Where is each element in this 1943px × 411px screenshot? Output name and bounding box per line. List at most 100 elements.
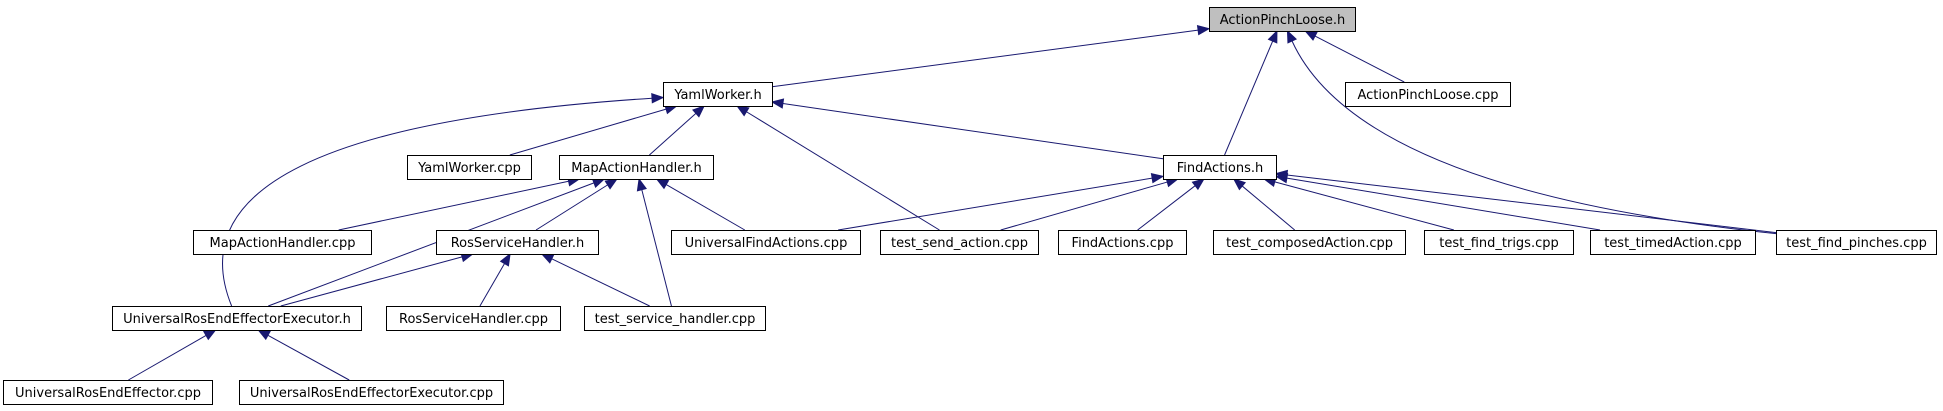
file-node-yaml-worker-h[interactable]: YamlWorker.h: [663, 82, 773, 107]
arrowhead-icon: [540, 253, 555, 264]
dependency-edge-test-service-handler-cpp-to-map-action-handler-h: [636, 177, 672, 307]
node-label: RosServiceHandler.h: [451, 236, 585, 251]
file-node-universal-ros-end-effector-cpp[interactable]: UniversalRosEndEffector.cpp: [3, 380, 213, 405]
edge-line: [1286, 177, 1601, 231]
file-node-map-action-handler-cpp[interactable]: MapActionHandler.cpp: [193, 230, 372, 255]
node-label: FindActions.cpp: [1072, 236, 1174, 251]
edge-line: [641, 189, 672, 307]
node-label: MapActionHandler.h: [571, 161, 702, 176]
dependency-edge-universal-ros-end-effector-executor-h-to-yaml-worker-h: [222, 93, 665, 307]
dependency-edge-yaml-worker-h-to-action-pinch-loose-h: [771, 25, 1211, 88]
arrowhead-icon: [1274, 169, 1289, 181]
node-box: [1776, 230, 1937, 255]
edge-line: [1241, 185, 1296, 231]
node-box: [112, 306, 362, 331]
file-node-find-actions-cpp[interactable]: FindActions.cpp: [1058, 230, 1187, 255]
node-box: [3, 380, 213, 405]
arrowhead-icon: [1191, 178, 1205, 191]
file-node-universal-ros-end-effector-executor-h[interactable]: UniversalRosEndEffectorExecutor.h: [112, 306, 362, 331]
dependency-edge-universal-find-actions-cpp-to-find-actions-h: [838, 173, 1165, 231]
file-node-yaml-worker-cpp[interactable]: YamlWorker.cpp: [407, 155, 532, 180]
arrowhead-icon: [202, 329, 217, 341]
file-node-test-service-handler-cpp[interactable]: test_service_handler.cpp: [584, 306, 766, 331]
node-box: [407, 155, 532, 180]
dependency-edge-find-actions-h-to-yaml-worker-h: [770, 98, 1164, 160]
file-node-test-send-action-cpp[interactable]: test_send_action.cpp: [880, 230, 1039, 255]
dependency-edge-test-find-trigs-cpp-to-find-actions-h: [1262, 176, 1454, 231]
file-node-map-action-handler-h[interactable]: MapActionHandler.h: [559, 155, 714, 180]
dependency-edge-test-find-pinches-cpp-to-find-actions-h: [1274, 169, 1777, 234]
file-node-test-timed-action-cpp[interactable]: test_timedAction.cpp: [1590, 230, 1756, 255]
edge-line: [479, 263, 505, 307]
edge-line: [128, 335, 207, 381]
node-box: [1213, 230, 1406, 255]
edge-line: [509, 108, 667, 156]
dependency-edge-yaml-worker-cpp-to-yaml-worker-h: [509, 104, 678, 156]
node-box: [436, 230, 599, 255]
edge-line: [338, 180, 569, 231]
node-box: [239, 380, 504, 405]
node-box: [1590, 230, 1756, 255]
edge-line: [551, 258, 650, 307]
node-label: UniversalRosEndEffectorExecutor.h: [123, 312, 351, 327]
file-node-universal-ros-end-effector-executor-cpp[interactable]: UniversalRosEndEffectorExecutor.cpp: [239, 380, 504, 405]
file-node-test-composed-action-cpp[interactable]: test_composedAction.cpp: [1213, 230, 1406, 255]
dependency-edge-universal-ros-end-effector-executor-h-to-ros-service-handler-h: [280, 251, 474, 307]
file-node-find-actions-h[interactable]: FindActions.h: [1163, 155, 1277, 180]
edge-line: [1286, 174, 1777, 234]
arrowhead-icon: [1232, 178, 1247, 191]
dependency-edge-test-send-action-cpp-to-find-actions-h: [1000, 177, 1180, 231]
arrowhead-icon: [1286, 29, 1298, 44]
node-box: [559, 155, 714, 180]
file-node-test-find-pinches-cpp[interactable]: test_find_pinches.cpp: [1776, 230, 1937, 255]
edge-line: [1314, 35, 1405, 83]
edge-line: [280, 256, 463, 307]
edge-line: [746, 111, 940, 231]
node-box: [386, 306, 561, 331]
edge-line: [771, 29, 1199, 88]
node-box: [1163, 155, 1277, 180]
file-node-ros-service-handler-h[interactable]: RosServiceHandler.h: [436, 230, 599, 255]
file-node-test-find-trigs-cpp[interactable]: test_find_trigs.cpp: [1424, 230, 1574, 255]
dependency-edge-universal-find-actions-cpp-to-map-action-handler-h: [655, 178, 746, 231]
node-box: [1209, 7, 1356, 32]
edge-line: [782, 103, 1164, 160]
dependency-edge-universal-ros-end-effector-cpp-to-universal-ros-end-effector-executor-h: [128, 329, 217, 381]
dependency-edge-find-actions-h-to-action-pinch-loose-h: [1224, 29, 1278, 156]
arrowhead-icon: [1267, 29, 1278, 44]
arrowhead-icon: [1150, 173, 1165, 184]
node-label: test_find_trigs.cpp: [1439, 236, 1559, 251]
file-node-action-pinch-loose-cpp[interactable]: ActionPinchLoose.cpp: [1345, 82, 1511, 107]
node-label: test_timedAction.cpp: [1604, 236, 1742, 251]
dependency-edge-find-actions-cpp-to-find-actions-h: [1137, 178, 1205, 231]
node-label: ActionPinchLoose.h: [1220, 13, 1346, 28]
node-label: test_service_handler.cpp: [595, 312, 756, 327]
edge-line: [267, 334, 350, 381]
dependency-edge-test-timed-action-cpp-to-find-actions-h: [1274, 173, 1601, 231]
arrowhead-icon: [1304, 30, 1318, 41]
node-label: RosServiceHandler.cpp: [399, 312, 548, 327]
arrowhead-icon: [655, 178, 670, 190]
node-label: test_find_pinches.cpp: [1786, 236, 1927, 251]
dependency-edge-test-composed-action-cpp-to-find-actions-h: [1232, 178, 1296, 231]
arrowhead-icon: [1196, 25, 1211, 36]
arrowhead-icon: [735, 105, 750, 117]
arrowhead-icon: [257, 329, 271, 341]
node-label: test_send_action.cpp: [891, 236, 1028, 251]
dependency-edge-map-action-handler-h-to-yaml-worker-h: [649, 105, 706, 156]
node-label: UniversalFindActions.cpp: [685, 236, 848, 251]
file-node-ros-service-handler-cpp[interactable]: RosServiceHandler.cpp: [386, 306, 561, 331]
dependency-edge-test-find-pinches-cpp-to-action-pinch-loose-h: [1286, 29, 1777, 235]
node-box: [671, 230, 861, 255]
dependency-edge-test-send-action-cpp-to-yaml-worker-h: [735, 105, 940, 231]
dependency-edge-test-service-handler-cpp-to-ros-service-handler-h: [540, 253, 650, 307]
edge-line: [1224, 40, 1274, 156]
edge-line: [1274, 181, 1454, 231]
file-node-universal-find-actions-cpp[interactable]: UniversalFindActions.cpp: [671, 230, 861, 255]
arrowhead-icon: [636, 177, 647, 192]
node-label: test_composedAction.cpp: [1226, 236, 1393, 251]
node-box: [1424, 230, 1574, 255]
node-label: UniversalRosEndEffector.cpp: [15, 386, 201, 401]
dependency-edge-ros-service-handler-h-to-map-action-handler-h: [535, 178, 619, 231]
